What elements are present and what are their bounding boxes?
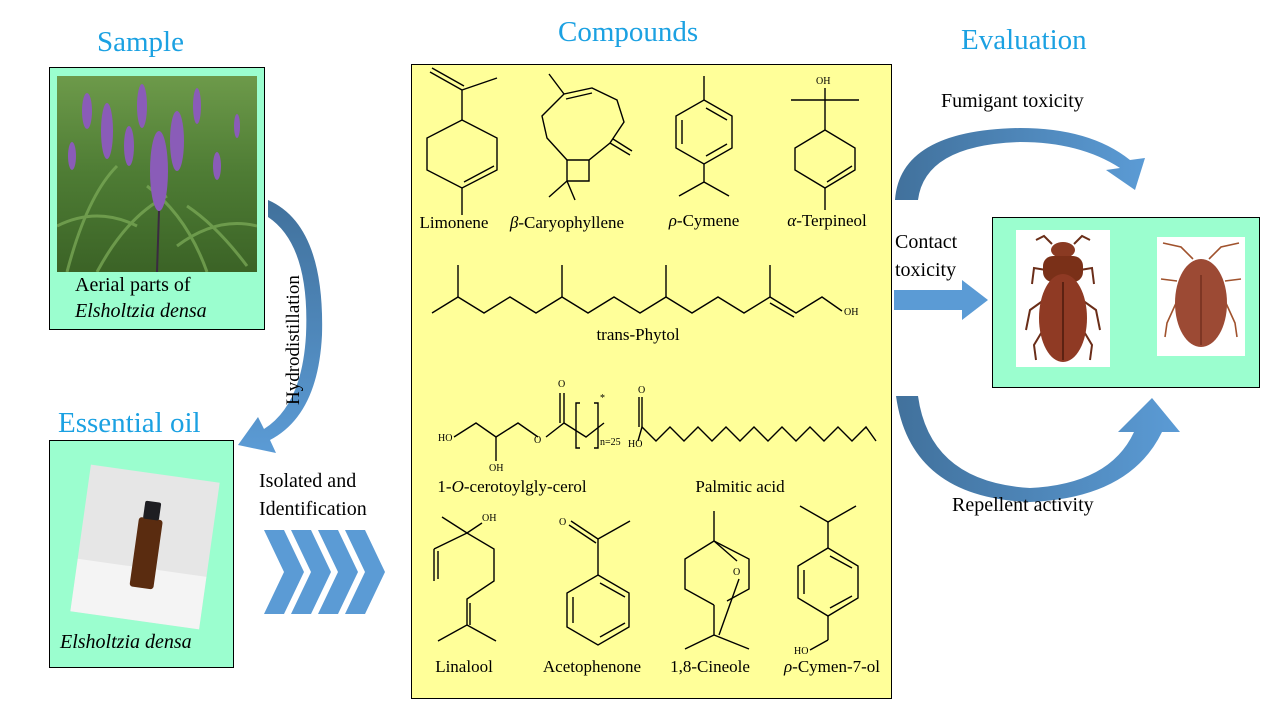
fumigant-toxicity-label: Fumigant toxicity [941,90,1084,112]
repellent-arrow [896,396,1180,502]
sample-box: Aerial parts of Elsholtzia densa [49,67,265,330]
hydrodistillation-arrow [238,200,323,453]
structure-terpineol: OH [791,76,859,210]
repellent-activity-label: Repellent activity [952,494,1094,516]
bottle-cap [142,500,162,521]
oh-label: OH [844,307,858,318]
oh-label: OH [482,513,496,524]
contact-toxicity-label-line2: toxicity [895,259,957,281]
o-label: O [534,435,541,446]
oil-caption: Elsholtzia densa [60,631,192,653]
isolation-label-line1: Isolated and [259,470,357,492]
structure-caryophyllene [541,73,633,201]
o-label: O [559,517,566,528]
ho-label: HO [438,433,452,444]
isolation-label-line2: Identification [259,498,367,520]
contact-toxicity-label-line1: Contact [895,231,958,253]
compound-name-cymene: ρ-Cymene [668,211,740,230]
ho-label: HO [628,439,642,450]
plant-photo [57,76,257,272]
chevron-icon [345,530,385,614]
contact-arrow [894,280,988,320]
heading-sample: Sample [97,26,184,58]
structure-phytol: OH [431,265,858,318]
compound-name-limonene: Limonene [419,213,489,232]
structure-palmitic-acid: O HO [628,385,877,450]
structure-cerotoylglycerol: HO OH O O * n=25 [438,379,621,474]
oh-label: OH [489,463,503,474]
compound-name-phytol: trans-Phytol [596,325,680,344]
beetle-1-image [1025,234,1101,362]
structure-limonene [426,67,498,215]
ho-label: HO [794,646,808,657]
structure-linalool: OH [433,513,496,642]
beetle-2-image [1160,242,1242,347]
heading-compounds: Compounds [558,16,699,48]
oh-label: OH [816,76,830,87]
chevron-icon [264,530,304,614]
compound-name-cymen-7-ol: ρ-Cymen-7-ol [784,657,880,676]
compound-name-caryophyllene: β-Caryophyllene [509,213,625,232]
heading-evaluation: Evaluation [961,24,1087,56]
structure-cineole: O [684,511,750,650]
beetle-2-photo [1157,237,1245,356]
o-label: O [733,567,740,578]
o-label: O [558,379,565,390]
fumigant-arrow [895,128,1145,200]
sample-caption-line1: Aerial parts of [75,274,191,296]
compounds-panel: Limonene β-Caryophyllene ρ-Cymene OH α-T… [411,64,892,699]
chevron-icon [291,530,331,614]
compound-name-palmitic-acid: Palmitic acid [695,477,785,496]
structure-cymene [675,76,733,197]
beetle-1-photo [1016,230,1110,367]
chevron-arrows [264,530,385,614]
n25-label: n=25 [600,437,621,448]
compound-name-cerotoylglycerol: 1-O-cerotoylgly-cerol [437,477,587,496]
plant-image [57,76,257,272]
oil-bottle-photo [70,464,220,630]
structure-cymen-7-ol: HO [794,505,859,657]
sample-caption-line2: Elsholtzia densa [75,300,207,322]
compound-name-terpineol: α-Terpineol [787,211,867,230]
o-label: O [638,385,645,396]
star-label: * [600,393,605,404]
chevron-icon [318,530,358,614]
heading-essential-oil: Essential oil [58,407,201,439]
structure-acetophenone: O [559,517,631,646]
hydrodistillation-label: Hydrodistillation [283,275,304,405]
compound-name-cineole: 1,8-Cineole [670,657,750,676]
oil-box: Elsholtzia densa [49,440,234,668]
insects-box [992,217,1260,388]
compound-name-linalool: Linalool [435,657,493,676]
compound-name-acetophenone: Acetophenone [542,657,642,676]
